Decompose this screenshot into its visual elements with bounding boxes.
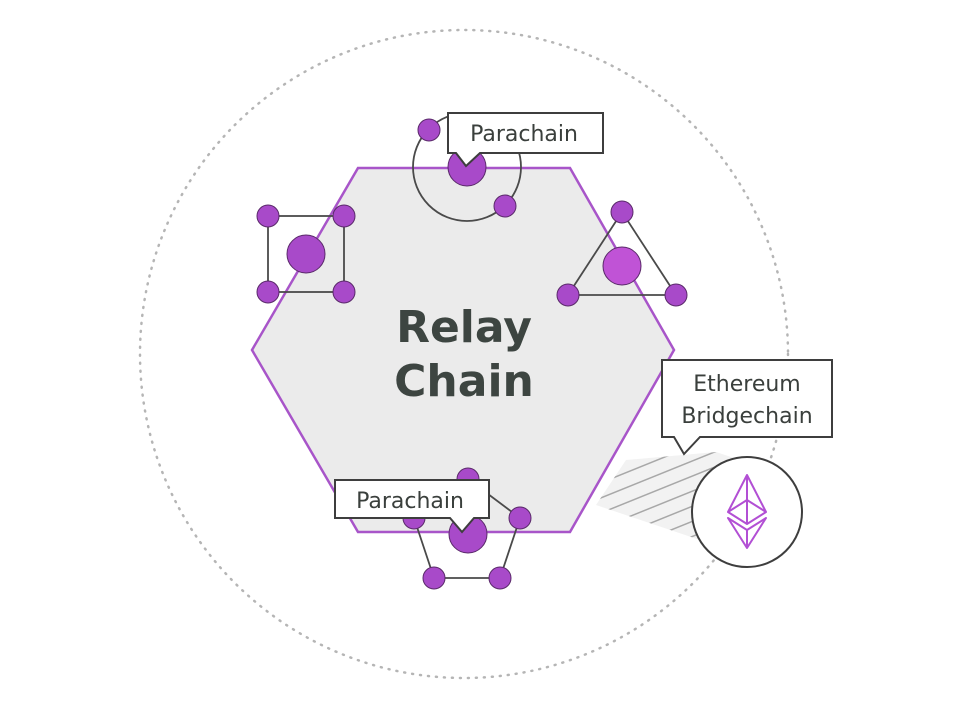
parachain-node — [422, 566, 446, 590]
parachain-hub — [602, 246, 642, 286]
parachain-node — [493, 194, 517, 218]
parachain-hub — [286, 234, 326, 274]
parachain-node — [610, 200, 634, 224]
network-boundary-ring — [138, 28, 790, 680]
parachain-top-label: Parachain — [470, 122, 578, 147]
parachain-bottom-label: Parachain — [356, 489, 464, 514]
parachain-node — [332, 204, 356, 228]
parachain-node — [556, 283, 580, 307]
ethereum-icon — [727, 474, 767, 549]
ethereum-bridgechain-callout: Ethereum Bridgechain — [661, 359, 833, 456]
parachain-triangle — [556, 200, 688, 307]
parachain-top-callout: Parachain — [447, 112, 604, 168]
parachain-node — [256, 280, 280, 304]
parachain-node — [488, 566, 512, 590]
relay-chain-title-line1: Relay — [396, 302, 532, 353]
parachain-bottom-callout: Parachain — [334, 479, 490, 534]
parachain-node — [508, 506, 532, 530]
parachain-node — [417, 118, 441, 142]
parachain-node — [256, 204, 280, 228]
parachain-node — [332, 280, 356, 304]
parachain-node — [664, 283, 688, 307]
relay-chain-title-line2: Chain — [394, 356, 534, 407]
parachain-square — [256, 204, 356, 304]
ethereum-label-line1: Ethereum — [693, 372, 800, 397]
relay-chain-hexagon — [250, 166, 676, 534]
ethereum-label-line2: Bridgechain — [681, 404, 812, 429]
ethereum-bridgechain — [691, 456, 803, 568]
